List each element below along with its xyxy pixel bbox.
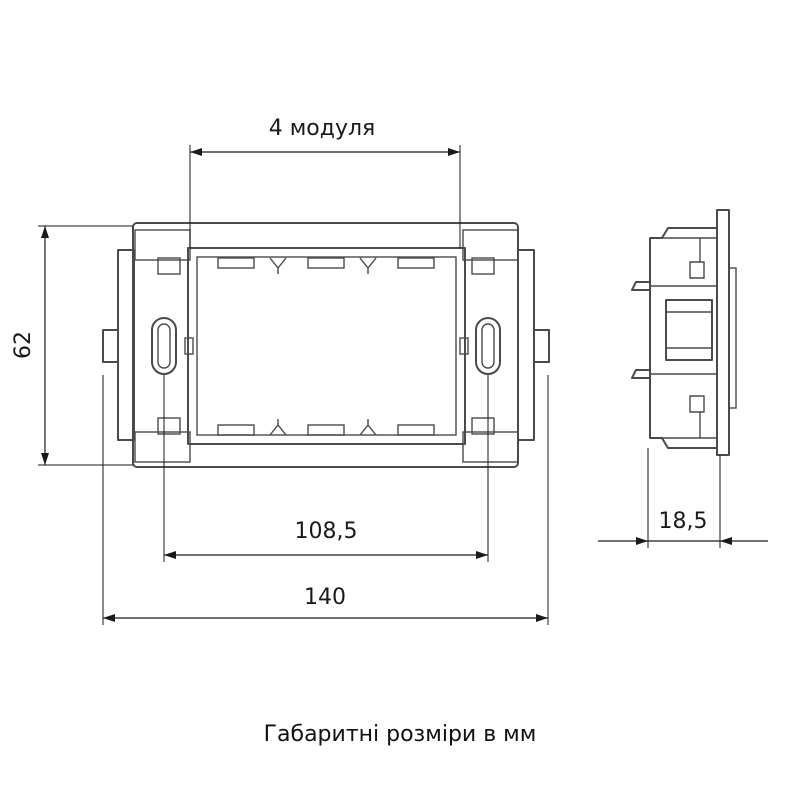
top-clips — [217, 257, 435, 274]
inner-width-label: 108,5 — [295, 519, 358, 544]
height-label: 62 — [11, 331, 36, 359]
left-tab — [102, 329, 119, 363]
caption: Габаритні розміри в мм — [263, 722, 537, 747]
side-view — [631, 209, 737, 456]
depth-label: 18,5 — [659, 509, 708, 534]
side-body — [649, 227, 717, 449]
bottom-clips — [217, 419, 435, 436]
module-opening — [187, 247, 466, 445]
left-rail — [117, 249, 135, 441]
total-width-label: 140 — [304, 585, 346, 610]
right-rail — [517, 249, 535, 441]
front-view — [102, 222, 550, 468]
right-mount-slot — [475, 317, 501, 375]
modules-label: 4 модуля — [269, 116, 376, 141]
left-mount-slot — [151, 317, 177, 375]
right-tab — [533, 329, 550, 363]
side-flange — [716, 209, 730, 456]
